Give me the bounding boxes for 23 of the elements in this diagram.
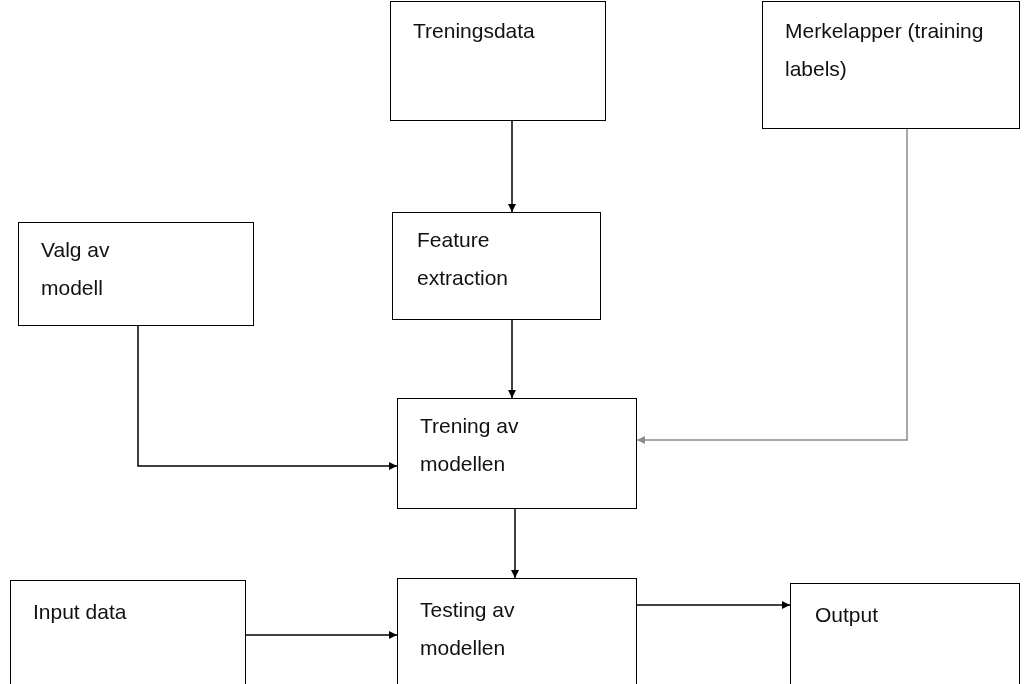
process-box	[18, 222, 254, 326]
process-box	[790, 583, 1020, 684]
box-label: Output	[815, 602, 880, 628]
arrow	[636, 128, 908, 444]
arrow	[137, 325, 398, 470]
arrow	[636, 601, 791, 609]
arrow	[511, 508, 519, 579]
box-label: Valg av modell	[41, 237, 111, 301]
arrow	[508, 319, 516, 399]
box-label: Testing av modellen	[420, 597, 516, 661]
process-box	[390, 1, 606, 121]
process-box	[397, 578, 637, 684]
arrow	[245, 631, 398, 639]
process-box	[397, 398, 637, 509]
box-label: Merkelapper (training labels)	[785, 18, 985, 82]
box-label: Trening av modellen	[420, 413, 520, 477]
box-label: Treningsdata	[413, 18, 536, 44]
process-box	[392, 212, 601, 320]
box-label: Feature extraction	[417, 227, 510, 291]
process-box	[10, 580, 246, 684]
process-box	[762, 1, 1020, 129]
arrow	[508, 120, 516, 213]
box-label: Input data	[33, 599, 128, 625]
